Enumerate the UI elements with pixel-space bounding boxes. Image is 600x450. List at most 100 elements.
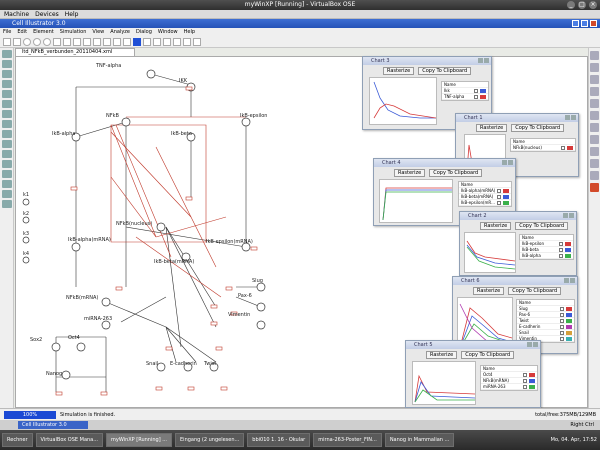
- chart-titlebar[interactable]: Chart 6: [453, 277, 577, 285]
- transition-discrete-icon[interactable]: [63, 37, 71, 46]
- rasterize-button[interactable]: Rasterize: [426, 351, 458, 359]
- tool-b-icon[interactable]: [590, 63, 599, 72]
- sim-stop-icon[interactable]: [2, 180, 12, 188]
- taskbar-item[interactable]: mirna-263-Poster_FIN...: [313, 433, 382, 447]
- save-icon[interactable]: [2, 70, 12, 78]
- zoom-fit-icon[interactable]: [113, 37, 121, 46]
- chart-titlebar[interactable]: Chart 3: [363, 57, 491, 65]
- chart-close-icon[interactable]: [484, 58, 489, 63]
- arrow-down-icon[interactable]: [173, 37, 181, 46]
- document-tab[interactable]: ltd_NFkB_verbunden_20110404.xml: [15, 48, 135, 56]
- chart-close-icon[interactable]: [508, 160, 513, 165]
- chart-minimize-icon[interactable]: [563, 213, 568, 218]
- place-tool-icon[interactable]: [23, 37, 31, 46]
- chart-close-icon[interactable]: [569, 213, 574, 218]
- transition-tool-icon[interactable]: [53, 37, 61, 46]
- tool-k-icon[interactable]: [590, 171, 599, 180]
- zoom-out-icon[interactable]: [103, 37, 111, 46]
- tool-h-icon[interactable]: [590, 135, 599, 144]
- chart-titlebar[interactable]: Chart 4: [374, 159, 515, 167]
- taskbar-item[interactable]: bbi010 1. 16 - Okular: [247, 433, 311, 447]
- tool-i-icon[interactable]: [590, 147, 599, 156]
- rasterize-button[interactable]: Rasterize: [394, 169, 426, 177]
- chart-close-icon[interactable]: [571, 115, 576, 120]
- arrow-up-icon[interactable]: [163, 37, 171, 46]
- find-icon[interactable]: [2, 140, 12, 148]
- align-icon[interactable]: [153, 37, 161, 46]
- maximize-icon[interactable]: □: [578, 1, 586, 9]
- rasterize-button[interactable]: Rasterize: [383, 67, 415, 75]
- vbox-menu-help[interactable]: Help: [64, 11, 79, 18]
- tool-e-icon[interactable]: [590, 99, 599, 108]
- redo-icon[interactable]: [2, 130, 12, 138]
- menu-window[interactable]: Window: [157, 29, 178, 35]
- play-icon[interactable]: [193, 37, 201, 46]
- line-style-icon[interactable]: [143, 37, 151, 46]
- menu-dialog[interactable]: Dialog: [135, 29, 152, 35]
- tool-c-icon[interactable]: [590, 75, 599, 84]
- sim-pause-icon[interactable]: [2, 170, 12, 178]
- menu-element[interactable]: Element: [33, 29, 54, 35]
- copy-clipboard-button[interactable]: Copy To Clipboard: [511, 124, 565, 132]
- menu-edit[interactable]: Edit: [17, 29, 28, 35]
- delete-icon[interactable]: [590, 183, 599, 192]
- chart-titlebar[interactable]: Chart 1: [456, 114, 578, 122]
- chart-close-icon[interactable]: [570, 278, 575, 283]
- chart-icon[interactable]: [2, 200, 12, 208]
- hand-tool-icon[interactable]: [13, 37, 21, 46]
- guest-taskbar-button[interactable]: Cell Illustrator 3.0: [18, 421, 88, 429]
- properties-icon[interactable]: [2, 150, 12, 158]
- chart-minimize-icon[interactable]: [478, 58, 483, 63]
- tool-d-icon[interactable]: [590, 87, 599, 96]
- place-double-icon[interactable]: [33, 37, 41, 46]
- copy-clipboard-button[interactable]: Copy To Clipboard: [515, 222, 569, 230]
- color-fill-icon[interactable]: [133, 37, 141, 46]
- menu-view[interactable]: View: [92, 29, 105, 35]
- new-icon[interactable]: [2, 50, 12, 58]
- menu-file[interactable]: File: [3, 29, 12, 35]
- minimize-icon[interactable]: _: [567, 1, 575, 9]
- taskbar-item[interactable]: Rechner: [2, 433, 33, 447]
- rasterize-button[interactable]: Rasterize: [476, 124, 508, 132]
- close-icon[interactable]: ×: [589, 1, 597, 9]
- grid-icon[interactable]: [123, 37, 131, 46]
- copy-clipboard-button[interactable]: Copy To Clipboard: [508, 287, 562, 295]
- taskbar-item[interactable]: VirtualBox OSE Mana...: [35, 433, 104, 447]
- open-icon[interactable]: [2, 60, 12, 68]
- zoom-in-icon[interactable]: [93, 37, 101, 46]
- taskbar-item[interactable]: myWinXP [Running] ...: [106, 433, 173, 447]
- copy-clipboard-button[interactable]: Copy To Clipboard: [418, 67, 472, 75]
- taskbar-item[interactable]: Nanog in Mammalian ...: [384, 433, 455, 447]
- vbox-menu-machine[interactable]: Machine: [4, 11, 30, 18]
- app-maximize-icon[interactable]: [581, 20, 588, 27]
- chart-minimize-icon[interactable]: [565, 115, 570, 120]
- menu-help[interactable]: Help: [183, 29, 196, 35]
- chart-close-icon[interactable]: [533, 342, 538, 347]
- copy-icon[interactable]: [2, 100, 12, 108]
- chart-minimize-icon[interactable]: [527, 342, 532, 347]
- menu-simulation[interactable]: Simulation: [59, 29, 87, 35]
- copy-clipboard-button[interactable]: Copy To Clipboard: [429, 169, 483, 177]
- place-generic-icon[interactable]: [43, 37, 51, 46]
- app-close-icon[interactable]: [590, 20, 597, 27]
- chart-minimize-icon[interactable]: [564, 278, 569, 283]
- layer-icon[interactable]: [183, 37, 191, 46]
- select-tool-icon[interactable]: [3, 37, 11, 46]
- sim-play-icon[interactable]: [2, 160, 12, 168]
- vbox-menu-devices[interactable]: Devices: [35, 11, 59, 18]
- undo-icon[interactable]: [2, 120, 12, 128]
- arc-tool-icon[interactable]: [73, 37, 81, 46]
- chart-minimize-icon[interactable]: [502, 160, 507, 165]
- copy-clipboard-button[interactable]: Copy To Clipboard: [461, 351, 515, 359]
- print-icon[interactable]: [2, 80, 12, 88]
- sim-step-icon[interactable]: [2, 190, 12, 198]
- tool-j-icon[interactable]: [590, 159, 599, 168]
- inhibitor-arc-icon[interactable]: [83, 37, 91, 46]
- cut-icon[interactable]: [2, 90, 12, 98]
- rasterize-button[interactable]: Rasterize: [473, 287, 505, 295]
- tool-g-icon[interactable]: [590, 123, 599, 132]
